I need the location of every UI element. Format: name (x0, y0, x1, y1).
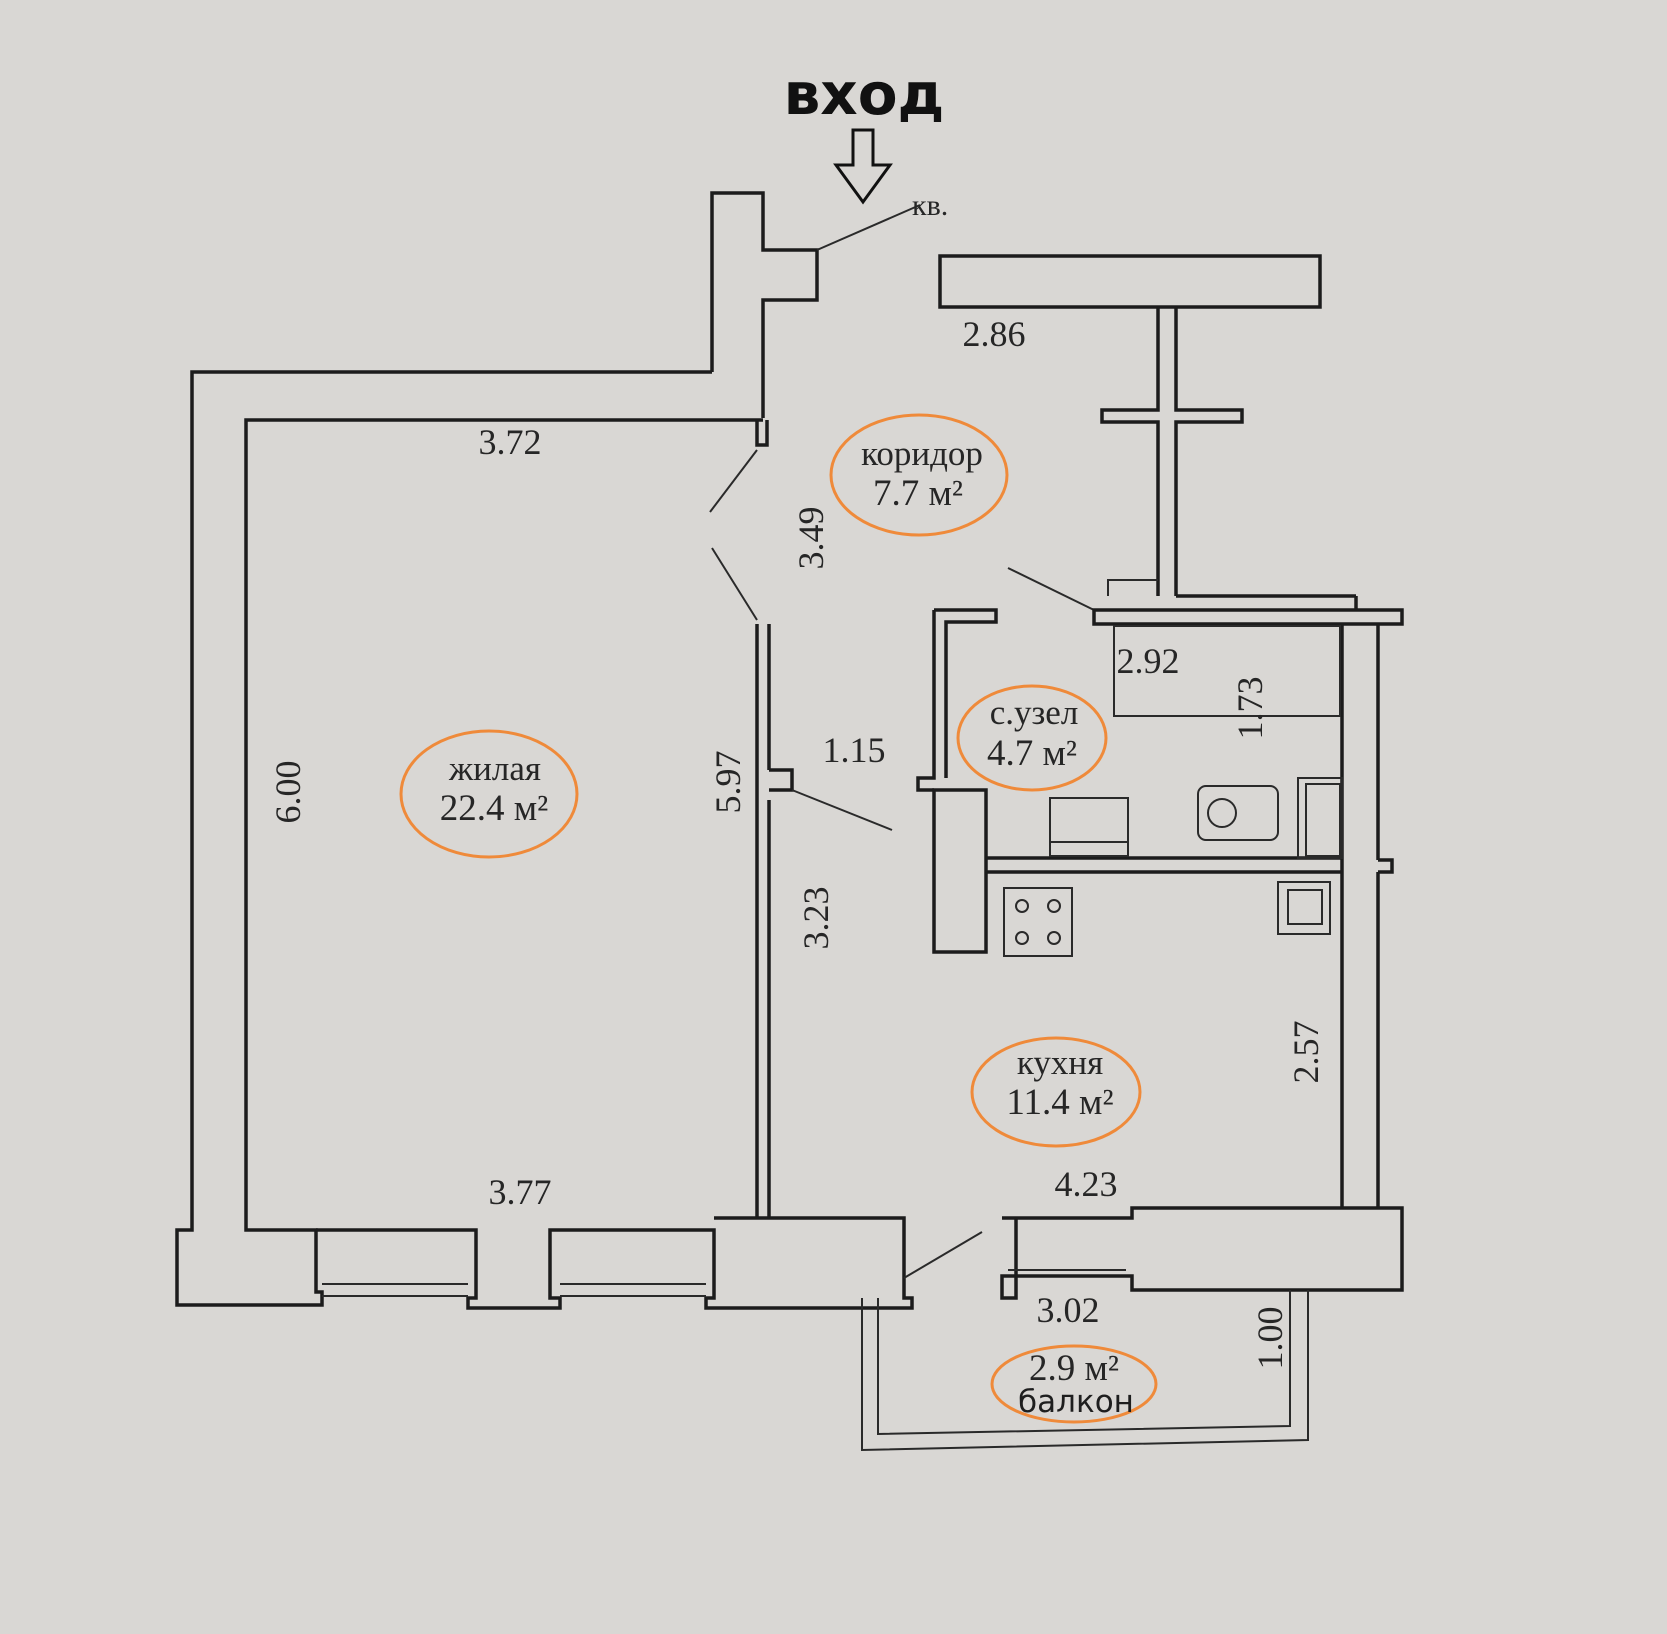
dim-kitchen-bottom: 4.23 (1055, 1164, 1118, 1204)
kitchen-area: 11.4 м² (1006, 1082, 1113, 1123)
corridor-area: 7.7 м² (873, 473, 963, 514)
corridor-area-highlight (829, 413, 1009, 537)
dim-bathroom-top: 2.92 (1117, 641, 1180, 681)
balcony-area-highlight (990, 1344, 1158, 1424)
entrance-label: вход (784, 60, 945, 128)
bathroom-name: с.узел (990, 693, 1079, 732)
bathroom-area: 4.7 м² (987, 733, 1077, 774)
balcony-area: 2.9 м² (1029, 1348, 1119, 1389)
entry-wall-stub (710, 191, 819, 418)
dim-corridor-passage: 1.15 (823, 730, 886, 770)
dim-living-left: 6.00 (268, 761, 308, 824)
bathroom-kitchen-walls (916, 594, 1404, 1208)
corridor-partition (1100, 307, 1244, 596)
kitchen-name: кухня (1017, 1043, 1103, 1082)
corridor-name: коридор (861, 434, 983, 473)
living-area-highlight (399, 729, 579, 859)
dim-living-bottom: 3.77 (489, 1172, 552, 1212)
apartment-mark: кв. (912, 189, 948, 222)
dim-corridor-lower: 3.23 (796, 887, 836, 950)
dim-balcony-depth: 1.00 (1250, 1307, 1290, 1370)
dim-balcony-width: 3.02 (1037, 1290, 1100, 1330)
apartment-mark-leader (816, 204, 921, 251)
dim-living-top: 3.72 (479, 422, 542, 462)
dim-corridor-side: 3.49 (791, 507, 831, 570)
living-room-name: жилая (448, 749, 541, 788)
balcony-outline (861, 1290, 1309, 1452)
kitchen-window-wall (1000, 1206, 1404, 1300)
door-swings (709, 449, 1095, 1279)
balcony-name: балкон (1018, 1384, 1134, 1420)
dim-corridor-top: 2.86 (963, 314, 1026, 354)
dim-bathroom-side: 1.73 (1230, 677, 1270, 740)
living-room-walls (175, 370, 794, 1307)
bathroom-area-highlight (956, 684, 1108, 792)
living-window-wall (316, 1216, 914, 1310)
dim-kitchen-side: 2.57 (1286, 1021, 1326, 1084)
dim-living-right: 5.97 (708, 751, 748, 814)
corridor-top-wall (938, 254, 1322, 309)
living-room-area: 22.4 м² (440, 788, 549, 829)
kitchen-area-highlight (970, 1036, 1142, 1148)
down-arrow-icon (833, 128, 893, 205)
